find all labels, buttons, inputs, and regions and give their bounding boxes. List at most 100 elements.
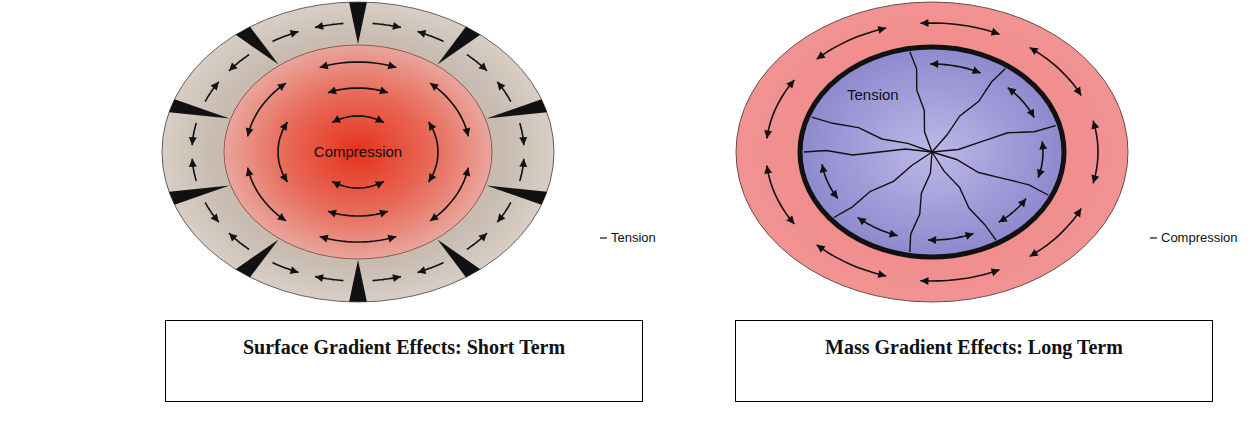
mass-crack bbox=[910, 52, 932, 152]
arrow-head bbox=[280, 122, 288, 131]
arrow-head bbox=[820, 164, 828, 173]
arrow-head bbox=[246, 168, 254, 177]
stress-arrow bbox=[767, 80, 795, 139]
arrow-head bbox=[1008, 88, 1017, 96]
stress-arrow bbox=[429, 122, 438, 182]
arrow-head bbox=[189, 137, 197, 145]
leader-dash bbox=[1150, 237, 1157, 238]
arrow-head bbox=[315, 274, 324, 282]
stress-arrow bbox=[320, 62, 397, 67]
arrow-head bbox=[429, 173, 437, 182]
tension-core: Tension bbox=[797, 44, 1067, 260]
arrow-head bbox=[878, 270, 887, 278]
stress-arrow bbox=[467, 55, 487, 71]
arrow-head bbox=[889, 230, 898, 238]
arrow-head bbox=[375, 115, 384, 122]
arrow-head bbox=[764, 166, 772, 175]
arrow-head bbox=[1037, 169, 1045, 178]
stress-label-holder: Compression bbox=[1161, 228, 1238, 246]
arrow-head bbox=[388, 62, 397, 70]
surface-crack bbox=[169, 185, 230, 204]
compression-core: Compression bbox=[223, 44, 493, 260]
arrow-head bbox=[328, 210, 337, 218]
core-outline bbox=[797, 44, 1067, 260]
arrow-head bbox=[379, 210, 388, 218]
arrow-head bbox=[379, 87, 388, 95]
arrow-head bbox=[290, 266, 299, 274]
stress-arrow bbox=[328, 88, 388, 93]
arrow-head bbox=[430, 83, 439, 91]
surface-crack bbox=[169, 99, 230, 118]
caption-box: Surface Gradient Effects: Short Term bbox=[165, 320, 643, 402]
stress-arrow bbox=[1008, 88, 1034, 118]
arrow-head bbox=[878, 26, 887, 34]
arrow-head bbox=[478, 233, 487, 241]
arrow-head bbox=[497, 214, 505, 223]
arrow-head bbox=[1092, 174, 1100, 183]
arrow-head bbox=[277, 83, 286, 91]
mass-crack bbox=[932, 152, 1048, 195]
stress-arrow bbox=[1093, 121, 1098, 183]
stress-arrow bbox=[430, 168, 468, 221]
arrow-head bbox=[519, 137, 527, 145]
arrow-head bbox=[478, 62, 487, 70]
arrow-head bbox=[290, 30, 299, 38]
surface-crack bbox=[349, 2, 367, 44]
arrow-head bbox=[375, 182, 384, 189]
stress-arrow bbox=[248, 83, 286, 136]
arrow-head bbox=[280, 173, 288, 182]
arrow-head bbox=[332, 182, 341, 189]
arrow-head bbox=[972, 66, 981, 74]
surface-crack bbox=[486, 185, 547, 204]
mass-crack bbox=[932, 126, 1056, 152]
stress-arrow bbox=[497, 82, 511, 102]
arrow-head bbox=[497, 82, 505, 91]
arrow-head bbox=[1027, 109, 1034, 118]
arrow-head bbox=[1074, 87, 1082, 96]
arrow-head bbox=[830, 190, 838, 199]
stress-label-holder: Tension bbox=[611, 228, 656, 246]
arrow-head bbox=[991, 269, 1000, 277]
arrow-head bbox=[1030, 48, 1039, 56]
arrow-group bbox=[764, 19, 1099, 285]
region-label: Tension bbox=[847, 86, 899, 104]
stress-arrow bbox=[205, 82, 219, 102]
core-shape bbox=[224, 45, 492, 259]
caption-text: Surface Gradient Effects: Short Term bbox=[243, 335, 565, 359]
stress-arrow bbox=[248, 168, 286, 221]
arrow-head bbox=[817, 245, 826, 253]
arrow-head bbox=[786, 80, 794, 89]
arrow-head bbox=[320, 62, 329, 70]
arrow-head bbox=[965, 232, 974, 240]
stress-arrow bbox=[328, 211, 388, 216]
stress-label: Tension bbox=[611, 230, 656, 246]
mass-crack bbox=[812, 117, 932, 152]
mass-crack bbox=[910, 152, 932, 252]
mass-crack bbox=[932, 69, 1005, 152]
arrow-head bbox=[392, 22, 401, 30]
surface-crack bbox=[486, 99, 547, 118]
arrow-head bbox=[229, 233, 238, 241]
arrow-head bbox=[328, 87, 337, 95]
stress-arrow bbox=[999, 199, 1026, 223]
stress-arrow bbox=[332, 182, 384, 189]
arrow-head bbox=[928, 236, 936, 244]
arrow-head bbox=[463, 168, 471, 177]
stress-arrow bbox=[767, 166, 795, 225]
mass-crack bbox=[932, 152, 996, 240]
stress-arrow bbox=[229, 55, 249, 71]
arrow-head bbox=[1030, 249, 1039, 257]
stress-arrow bbox=[320, 237, 397, 242]
arrow-head bbox=[1039, 141, 1047, 149]
arrow-head bbox=[463, 128, 471, 137]
stress-arrow bbox=[229, 233, 249, 249]
mass-crack bbox=[804, 149, 932, 155]
arrow-head bbox=[189, 159, 197, 167]
arrow-head bbox=[392, 274, 401, 282]
arrow-head bbox=[858, 217, 867, 225]
caption-box: Mass Gradient Effects: Long Term bbox=[735, 320, 1213, 402]
arrow-head bbox=[1074, 209, 1082, 218]
stress-arrow bbox=[278, 122, 287, 182]
arrow-head bbox=[320, 235, 329, 243]
